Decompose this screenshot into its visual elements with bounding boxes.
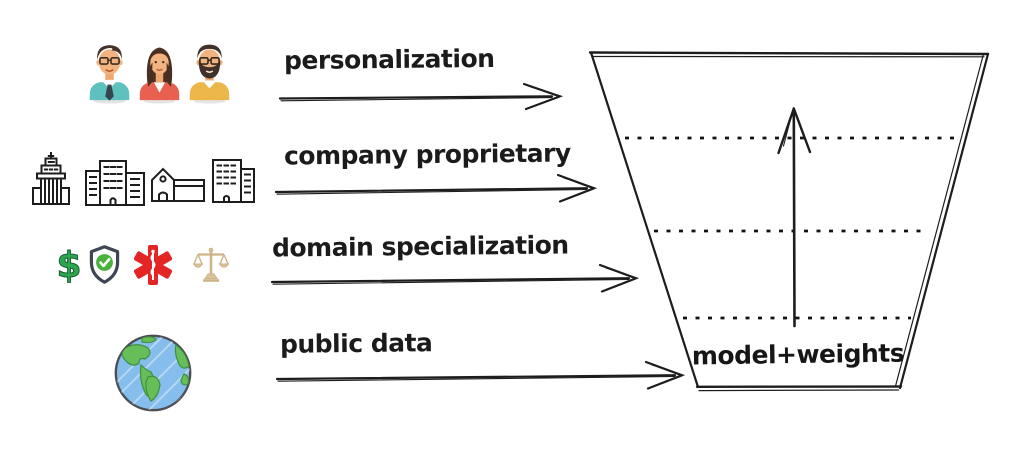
twin-towers-icon <box>212 159 255 203</box>
label-model-weights: model+weights <box>691 338 905 371</box>
church-warehouse-icon <box>151 167 205 202</box>
arrow-domain-specialization <box>270 263 639 293</box>
label-public-data: public data <box>279 328 433 359</box>
dollar-sign-icon: $ <box>56 246 82 284</box>
arrow-personalization <box>278 82 563 111</box>
funnel-dotted-lines <box>625 136 957 320</box>
label-domain-specialization: domain specialization <box>271 230 569 263</box>
skyscraper-icon <box>32 152 70 205</box>
shield-check-icon <box>89 245 120 284</box>
label-personalization: personalization <box>283 43 495 76</box>
arrow-public-data <box>275 360 685 390</box>
bearded-man-avatar-icon <box>189 44 230 104</box>
people-avatars-group <box>86 38 233 104</box>
star-of-life-icon <box>134 245 172 285</box>
svg-text:$: $ <box>56 246 81 284</box>
earth-globe-icon <box>114 334 192 412</box>
funnel-outline <box>588 51 990 392</box>
office-building-icon <box>85 160 145 206</box>
label-company-proprietary: company proprietary <box>283 138 571 171</box>
man-avatar-icon <box>89 45 130 104</box>
scales-of-justice-icon <box>193 247 229 282</box>
arrow-company-proprietary <box>274 173 597 203</box>
funnel-up-arrow <box>777 107 812 328</box>
woman-avatar-icon <box>139 47 180 104</box>
